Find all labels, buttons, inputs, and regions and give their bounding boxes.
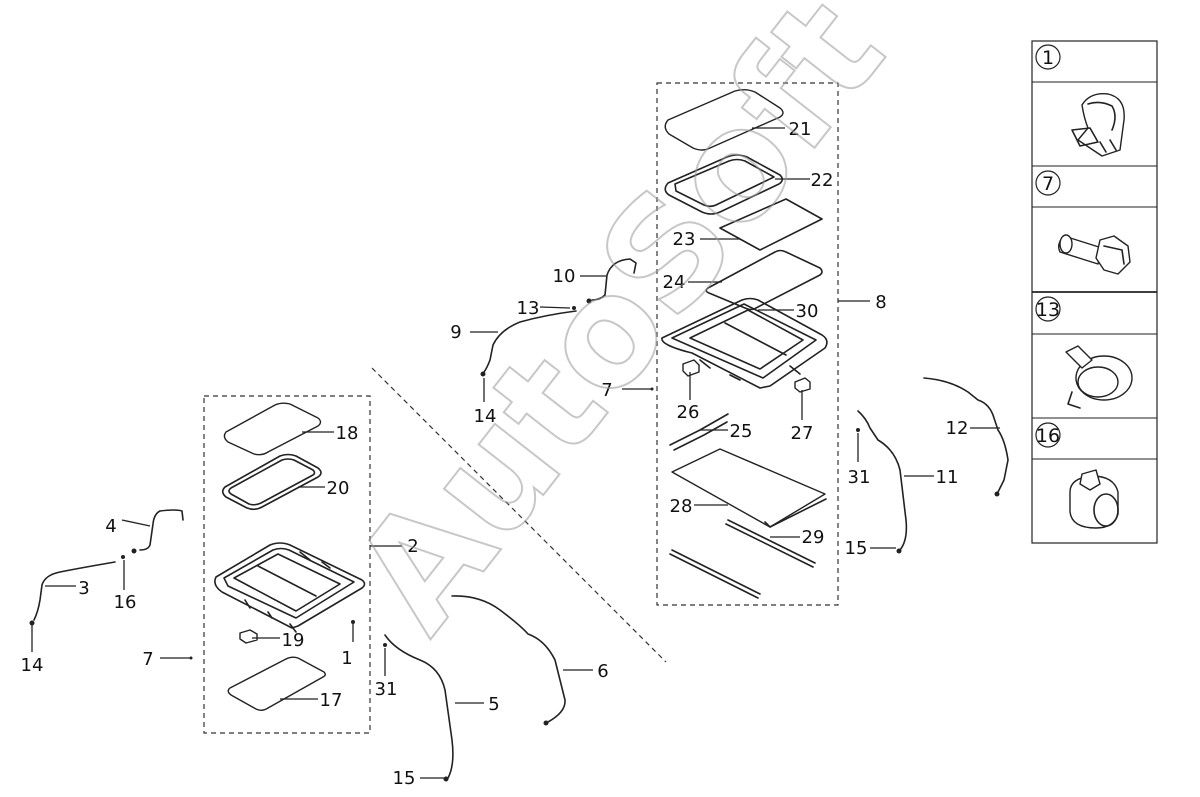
callout-6: 6 [597,661,608,682]
callout-27: 27 [791,423,814,444]
part-13-clip [572,306,576,310]
callout-14-mid: 14 [474,406,497,427]
callout-26: 26 [677,402,700,423]
callout-13: 13 [517,298,540,319]
part-6-drain-tube [451,595,566,723]
part-30-frame [661,297,828,389]
callout-8: 8 [875,292,886,313]
callout-labels: 1 2 3 4 5 6 7 7 8 9 10 11 12 13 14 14 15… [21,119,969,789]
part-rail-bottom [669,549,761,599]
callout-12: 12 [946,418,969,439]
callout-10: 10 [553,266,576,287]
left-assembly-box [203,395,371,734]
callout-2: 2 [407,536,418,557]
part-27-motor [794,377,811,393]
part-28-shade [671,448,826,528]
callout-1: 1 [341,648,352,669]
legend-label-7: 7 [1042,173,1054,195]
callout-15-right: 15 [845,538,868,559]
part-3-drain-tube [33,561,116,621]
callout-28: 28 [670,496,693,517]
legend-badge-1 [1035,44,1061,70]
part-26-motor [682,359,700,377]
part-24-seal [705,249,823,311]
callout-15-bottom: 15 [393,768,416,789]
callout-3: 3 [78,578,89,599]
callout-14-left: 14 [21,655,44,676]
callout-7-right: 7 [601,380,612,401]
callout-16: 16 [114,592,137,613]
legend-badge-16 [1035,422,1061,448]
legend-clip-16-icon [1069,469,1119,529]
legend-table: 1 7 13 16 [1031,40,1158,544]
callout-11: 11 [936,467,959,488]
part-9-drain-tube [483,310,577,373]
callout-21: 21 [789,119,812,140]
part-4-drain-tube [139,509,184,551]
callout-7-left: 7 [142,649,153,670]
right-assembly-box [656,82,839,606]
part-1-clip [351,620,355,624]
callout-5: 5 [488,694,499,715]
callout-29: 29 [802,527,825,548]
part-12-drain-tube [923,377,1009,493]
part-18-glass [223,402,322,456]
legend-badge-13 [1035,296,1061,322]
part-16-clip [121,555,125,559]
callout-20: 20 [327,478,350,499]
part-10-drain-tube [591,258,637,301]
legend-bolt-7-icon [1057,234,1131,275]
callout-30: 30 [796,301,819,322]
divider-dashed-line [371,367,667,663]
part-21-glass [664,89,784,151]
part-31-clip-b [856,428,860,432]
callout-24: 24 [663,272,686,293]
part-5-drain-tube [384,634,454,779]
callout-25: 25 [730,421,753,442]
part-20-seal [221,453,322,511]
callout-19: 19 [282,630,305,651]
part-23-panel [719,198,823,251]
part-19-motor [239,629,258,644]
legend-clip-1-icon [1071,93,1125,157]
callout-31-right: 31 [848,467,871,488]
callout-17: 17 [320,690,343,711]
legend-label-16: 16 [1036,425,1060,447]
callout-18: 18 [336,423,359,444]
legend-clamp-13-icon [1065,345,1133,409]
callout-23: 23 [673,229,696,250]
watermark-text: AutoSoft [321,0,917,662]
callout-9: 9 [450,322,461,343]
part-22-seal [664,154,784,215]
part-2-frame [214,542,366,633]
legend-badge-7 [1035,170,1061,196]
part-29-rail [725,519,816,568]
callout-4: 4 [105,516,116,537]
part-17-shade [227,656,326,711]
part-11-drain-tube [857,410,908,551]
legend-label-13: 13 [1036,299,1060,321]
legend-label-1: 1 [1042,47,1054,69]
callout-22: 22 [811,170,834,191]
callout-31-left: 31 [375,679,398,700]
